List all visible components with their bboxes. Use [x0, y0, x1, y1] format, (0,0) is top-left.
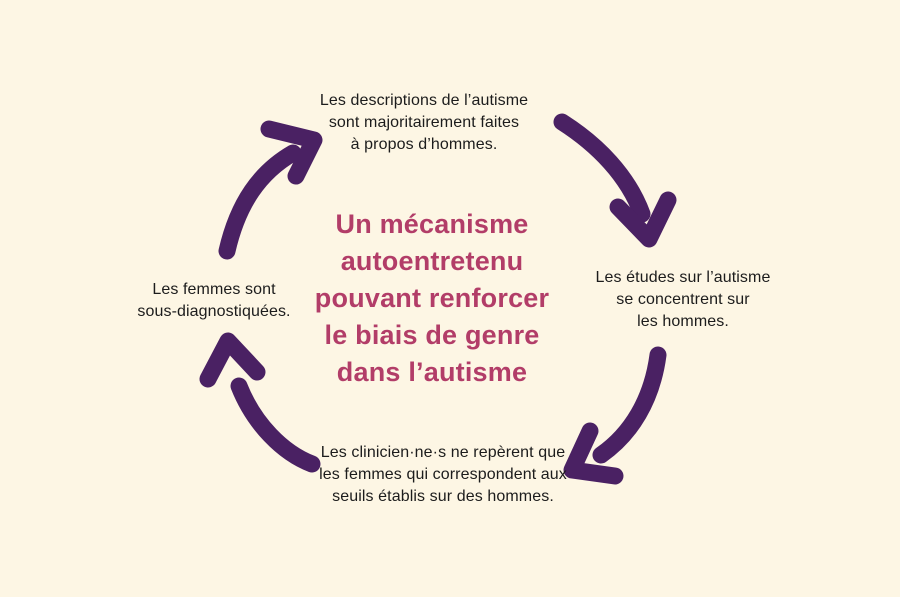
node-text-line: Les femmes sont — [152, 281, 276, 298]
center-title-line: autoentretenu — [340, 246, 524, 276]
curved-arrow-down-left-icon — [563, 346, 667, 485]
cycle-node-etudes: Les études sur l’autisme se concentrent … — [596, 267, 771, 333]
node-text-line: les hommes. — [637, 313, 729, 330]
center-title-line: le biais de genre — [324, 320, 540, 350]
cycle-node-femmes: Les femmes sont sous-diagnostiquées. — [137, 279, 290, 323]
curved-arrow-up-left-icon — [199, 332, 321, 473]
center-title: Un mécanisme autoentretenu pouvant renfo… — [315, 206, 549, 391]
center-title-line: dans l’autisme — [336, 357, 528, 387]
node-text-line: sous-diagnostiquées. — [137, 303, 291, 320]
curved-arrow-down-right-icon — [553, 113, 677, 248]
node-text-line: les femmes qui correspondent aux — [319, 466, 567, 483]
node-text-line: Les descriptions de l’autisme — [319, 92, 529, 109]
curved-arrow-up-right-icon — [218, 120, 323, 260]
center-title-line: Un mécanisme — [335, 209, 529, 239]
node-text-line: seuils établis sur des hommes. — [332, 488, 554, 505]
node-text-line: Les clinicien·ne·s ne repèrent que — [320, 444, 566, 461]
center-title-line: pouvant renforcer — [314, 283, 550, 313]
node-text-line: à propos d’hommes. — [350, 136, 498, 153]
node-text-line: sont majoritairement faites — [328, 114, 520, 131]
node-text-line: Les études sur l’autisme — [595, 269, 771, 286]
cycle-node-cliniciens: Les clinicien·ne·s ne repèrent que les f… — [319, 442, 567, 508]
node-text-line: se concentrent sur — [616, 291, 750, 308]
cycle-node-descriptions: Les descriptions de l’autisme sont major… — [320, 90, 528, 156]
